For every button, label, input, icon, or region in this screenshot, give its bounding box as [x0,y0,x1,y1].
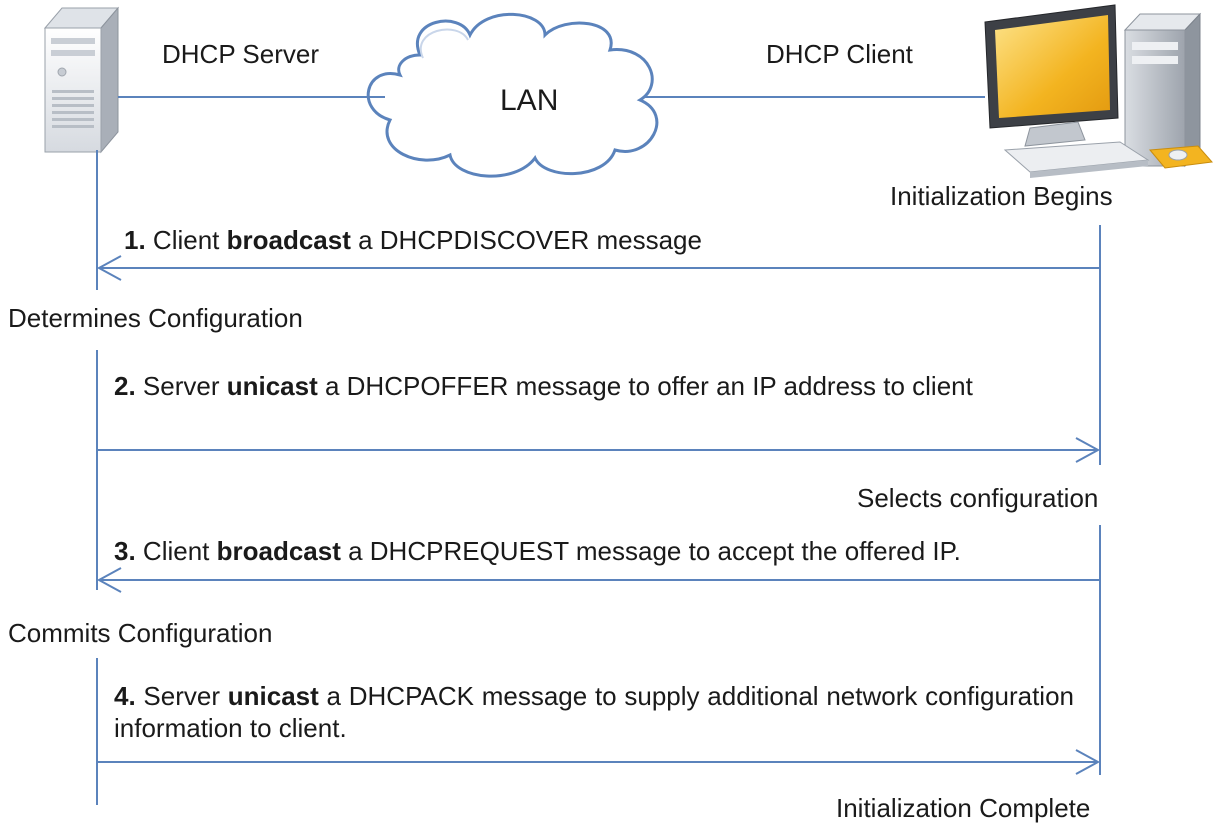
arrow-discover [96,255,1100,281]
state-init-complete: Initialization Complete [836,793,1091,823]
message-3: 3. Client broadcast a DHCPREQUEST messag… [114,535,961,567]
arrow-request [96,567,1100,593]
message-3-after: a DHCPREQUEST message to accept the offe… [340,536,961,566]
message-2-before: Server [135,371,227,401]
message-4-after: a DHCPACK message to supply additional n… [114,681,1074,743]
message-2-after: a DHCPOFFER message to offer an IP addre… [317,371,973,401]
state-init-begins: Initialization Begins [890,181,1113,211]
arrow-offer [97,437,1101,463]
lan-label: LAN [500,84,559,117]
message-1-before: Client [145,225,227,255]
state-selects: Selects configuration [857,483,1099,513]
client-label: DHCP Client [766,39,913,69]
message-1-after: a DHCPDISCOVER message [350,225,702,255]
message-4: 4. Server unicast a DHCPACK message to s… [114,680,1074,744]
message-4-number: 4. [114,681,136,711]
state-commits: Commits Configuration [8,618,273,648]
message-2-bold: unicast [226,371,318,401]
desktop-computer-icon [984,4,1213,178]
message-1-bold: broadcast [226,225,351,255]
message-2-number: 2. [114,371,136,401]
server-icon [43,6,120,154]
message-4-before: Server [135,681,228,711]
arrow-ack [97,749,1101,775]
message-3-before: Client [135,536,217,566]
cloud-icon [366,12,659,178]
message-2: 2. Server unicast a DHCPOFFER message to… [114,370,1074,402]
message-3-number: 3. [114,536,136,566]
message-1-number: 1. [124,225,146,255]
message-3-bold: broadcast [216,536,341,566]
message-4-bold: unicast [227,681,319,711]
state-determines: Determines Configuration [8,303,303,333]
server-label: DHCP Server [162,39,320,69]
message-1: 1. Client broadcast a DHCPDISCOVER messa… [124,224,702,256]
